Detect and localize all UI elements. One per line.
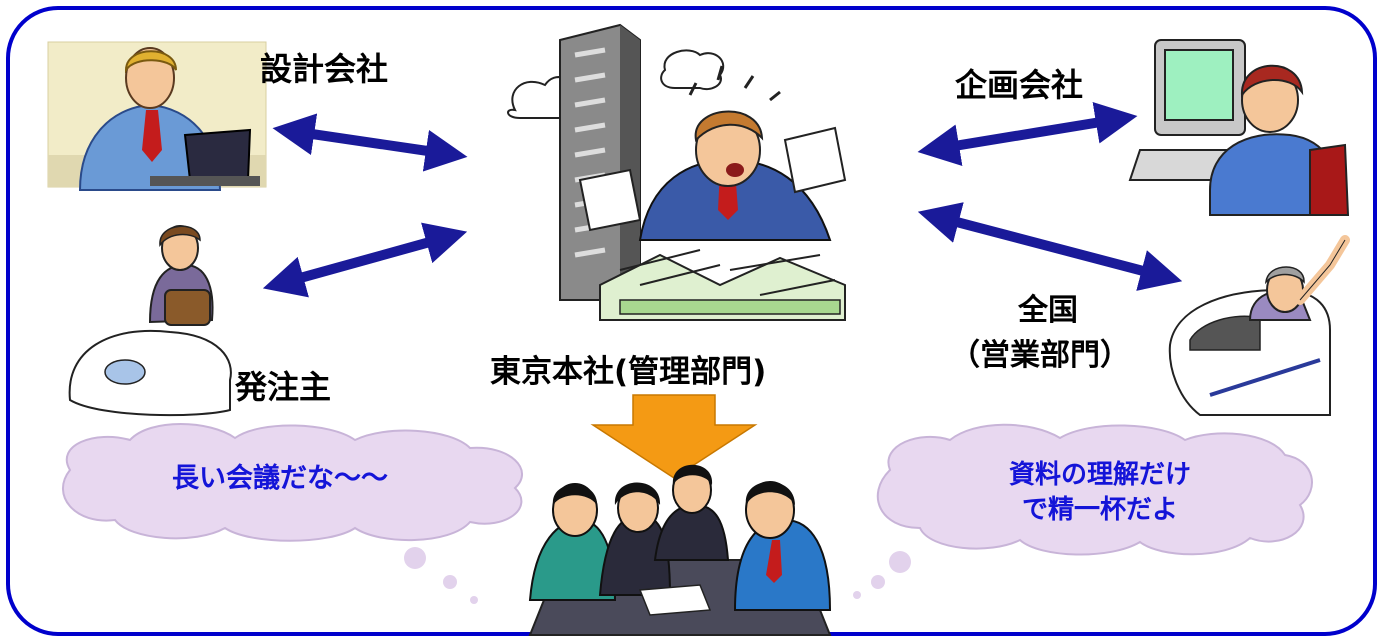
label-nationwide: 全国	[1018, 293, 1078, 328]
down-arrow	[590, 394, 758, 479]
arrow-design-hq	[272, 113, 468, 172]
designer-illustration	[47, 41, 267, 191]
arrow-planning-hq	[917, 102, 1138, 166]
label-planning-company: 企画会社	[955, 66, 1084, 104]
thought-bubble-right	[853, 423, 1313, 599]
label-client: 発注主	[235, 368, 332, 406]
label-design-company: 設計会社	[260, 50, 389, 88]
arrow-nationwide-hq	[917, 202, 1183, 291]
meeting-illustration	[528, 464, 832, 636]
headquarters-illustration	[507, 23, 847, 321]
label-sales-department: （営業部門）	[950, 338, 1130, 373]
thought-bubble-left	[62, 423, 523, 604]
bubble-text-right-line2: で精一杯だよ	[1021, 495, 1178, 525]
label-tokyo-headquarters: 東京本社(管理部門)	[490, 354, 767, 390]
nationwide-illustration	[1168, 235, 1350, 416]
bubble-text-left: 長い会議だな～～	[172, 463, 388, 494]
client-illustration	[68, 225, 232, 417]
planner-illustration	[1128, 39, 1350, 216]
arrow-client-hq	[262, 222, 468, 298]
bubble-text-right-line1: 資料の理解だけ	[1008, 460, 1191, 490]
